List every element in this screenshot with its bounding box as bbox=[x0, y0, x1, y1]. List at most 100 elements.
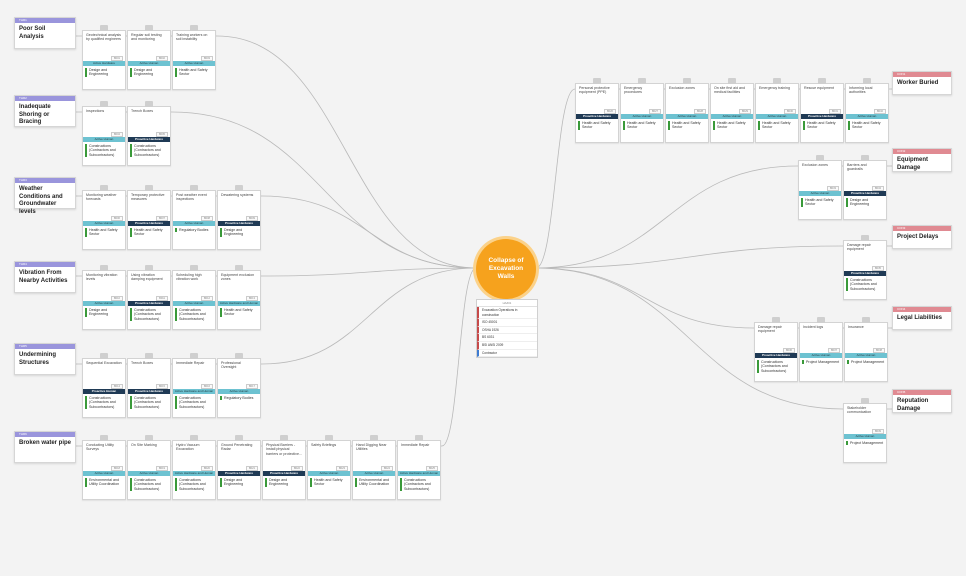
drag-handle[interactable] bbox=[235, 185, 243, 191]
drag-handle[interactable] bbox=[100, 265, 108, 271]
barrier-card[interactable]: On site first aid and medical facilities… bbox=[710, 78, 754, 143]
drag-handle[interactable] bbox=[100, 185, 108, 191]
drag-handle[interactable] bbox=[863, 78, 871, 84]
drag-handle[interactable] bbox=[190, 25, 198, 31]
drag-handle[interactable] bbox=[593, 78, 601, 84]
drag-handle[interactable] bbox=[772, 317, 780, 323]
barrier-status: Active Human bbox=[83, 301, 125, 306]
drag-handle[interactable] bbox=[190, 435, 198, 441]
drag-handle[interactable] bbox=[728, 78, 736, 84]
drag-handle[interactable] bbox=[235, 435, 243, 441]
drag-handle[interactable] bbox=[235, 353, 243, 359]
drag-handle[interactable] bbox=[683, 78, 691, 84]
drag-handle[interactable] bbox=[280, 435, 288, 441]
drag-handle[interactable] bbox=[100, 25, 108, 31]
drag-handle[interactable] bbox=[415, 435, 423, 441]
consequence-header: CON3 bbox=[893, 226, 951, 231]
barrier-status: Active Hardware and Human bbox=[173, 389, 215, 394]
hazard-card[interactable]: HAZ01 Excavation Operations in construct… bbox=[476, 299, 538, 359]
drag-handle[interactable] bbox=[861, 155, 869, 161]
barrier-card[interactable]: Geotechnical analysis by qualified engin… bbox=[82, 25, 126, 90]
drag-handle[interactable] bbox=[100, 435, 108, 441]
barrier-text: Immediate Repair bbox=[401, 443, 430, 447]
barrier-card[interactable]: Physical Barriers - Install physical bar… bbox=[262, 435, 306, 500]
drag-handle[interactable] bbox=[100, 353, 108, 359]
drag-handle[interactable] bbox=[145, 101, 153, 107]
barrier-owner: Regulatory Bodies bbox=[175, 228, 213, 233]
barrier-number: B004 bbox=[110, 132, 123, 138]
drag-handle[interactable] bbox=[638, 78, 646, 84]
drag-handle[interactable] bbox=[145, 185, 153, 191]
drag-handle[interactable] bbox=[145, 435, 153, 441]
drag-handle[interactable] bbox=[862, 317, 870, 323]
barrier-status: Proactive Hardware bbox=[218, 221, 260, 226]
drag-handle[interactable] bbox=[817, 317, 825, 323]
drag-handle[interactable] bbox=[235, 265, 243, 271]
drag-handle[interactable] bbox=[816, 155, 824, 161]
barrier-text: Regular soil testing and monitoring bbox=[131, 33, 162, 42]
drag-handle[interactable] bbox=[773, 78, 781, 84]
drag-handle[interactable] bbox=[190, 353, 198, 359]
drag-handle[interactable] bbox=[370, 435, 378, 441]
drag-handle[interactable] bbox=[861, 235, 869, 241]
drag-handle[interactable] bbox=[100, 101, 108, 107]
drag-handle[interactable] bbox=[861, 398, 869, 404]
drag-handle[interactable] bbox=[145, 353, 153, 359]
drag-handle[interactable] bbox=[145, 265, 153, 271]
drag-handle[interactable] bbox=[325, 435, 333, 441]
drag-handle[interactable] bbox=[190, 265, 198, 271]
top-event[interactable]: Collapse of Excavation Walls bbox=[476, 239, 536, 299]
drag-handle[interactable] bbox=[145, 25, 153, 31]
drag-handle[interactable] bbox=[818, 78, 826, 84]
drag-handle[interactable] bbox=[190, 185, 198, 191]
